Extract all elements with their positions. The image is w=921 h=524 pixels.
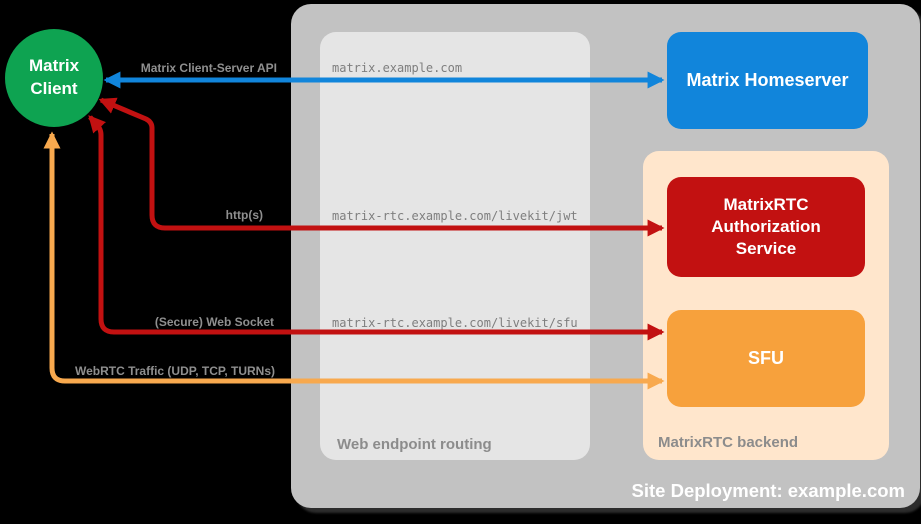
webrtc-traffic-label: WebRTC Traffic (UDP, TCP, TURNs) <box>74 364 275 378</box>
matrix-client-label-line1: Matrix <box>28 56 80 76</box>
matrixrtc-authorization-service-label: MatrixRTC Authorization Service <box>711 194 821 259</box>
matrixrtc-backend-label: MatrixRTC backend <box>658 434 799 451</box>
endpoint-livekit-sfu: matrix-rtc.example.com/livekit/sfu <box>332 316 578 330</box>
client-server-api-label: Matrix Client-Server API <box>140 61 277 75</box>
matrix-homeserver-label: Matrix Homeserver <box>686 70 849 90</box>
endpoint-livekit-jwt: matrix-rtc.example.com/livekit/jwt <box>332 209 578 223</box>
site-deployment-label: Site Deployment: example.com <box>631 480 905 501</box>
web-socket-label: (Secure) Web Socket <box>154 315 274 329</box>
endpoint-matrix: matrix.example.com <box>332 61 463 75</box>
web-endpoint-routing-label: Web endpoint routing <box>337 436 492 453</box>
matrix-client-label-line2: Client <box>30 79 78 98</box>
matrixrtc-authorization-service-node: MatrixRTC Authorization Service <box>667 177 865 277</box>
sfu-node: SFU <box>667 310 865 407</box>
sfu-label: SFU <box>748 348 784 368</box>
matrix-client-node: Matrix Client <box>5 29 103 127</box>
matrix-homeserver-node: Matrix Homeserver <box>667 32 868 129</box>
web-endpoint-routing-box <box>320 32 590 460</box>
https-label: http(s) <box>225 208 263 222</box>
